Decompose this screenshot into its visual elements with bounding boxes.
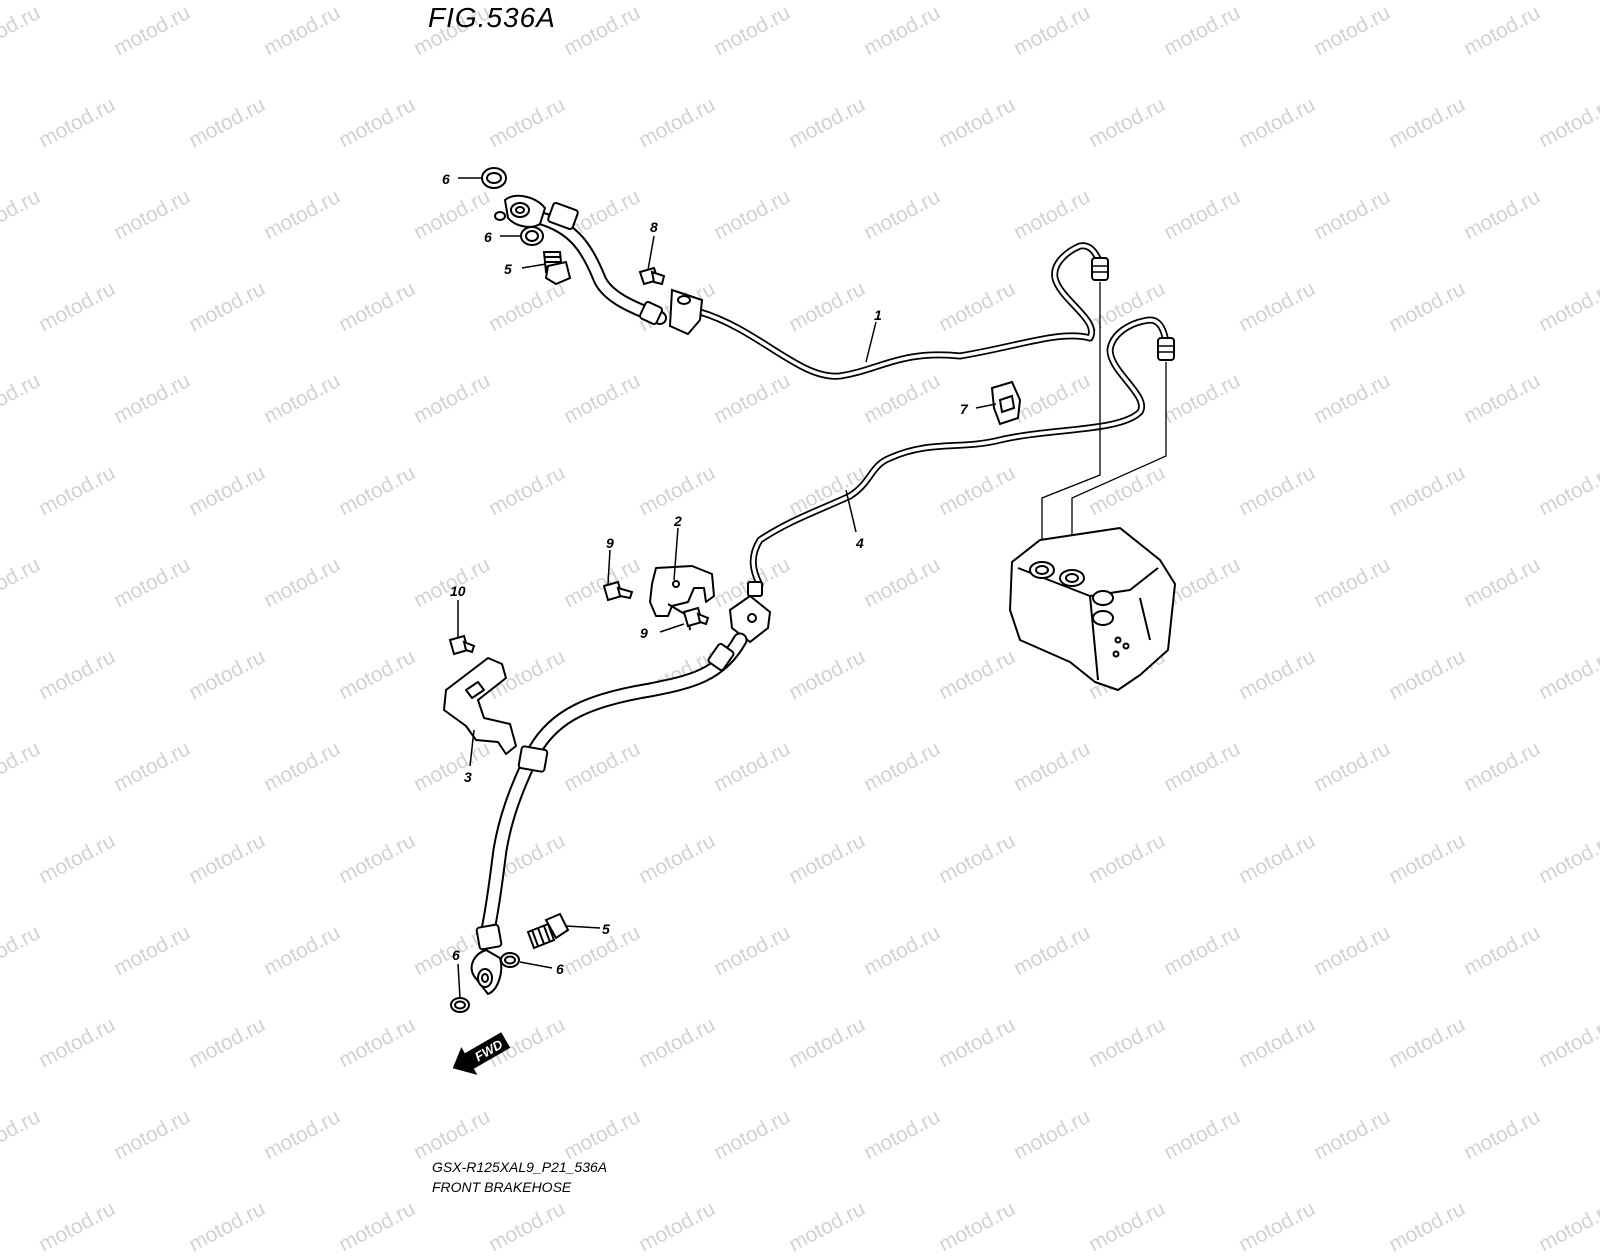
callout-6: 6 xyxy=(452,947,460,963)
callout-9: 9 xyxy=(640,625,648,641)
watermark-text: motod.ru xyxy=(185,1197,269,1257)
banjo-fitting-icon xyxy=(470,948,503,996)
connection-leaders xyxy=(1041,282,1167,570)
callout-7: 7 xyxy=(960,401,969,417)
figure-name: FRONT BRAKEHOSE xyxy=(432,1179,572,1195)
callout-5: 5 xyxy=(504,261,512,277)
watermark-text: motod.ru xyxy=(1085,1197,1169,1257)
bolt-8-icon xyxy=(638,266,666,286)
watermark-text: motod.ru xyxy=(785,1197,869,1257)
pipe-fitting-top xyxy=(1091,257,1175,361)
bracket-3-icon xyxy=(443,657,517,755)
banjo-bolt-icon xyxy=(526,912,570,950)
watermark-text: motod.ru xyxy=(1535,1197,1600,1257)
abs-unit-icon xyxy=(1009,527,1176,691)
callout-4: 4 xyxy=(855,535,864,551)
hose-clamp-icon xyxy=(475,643,735,951)
watermark-text: motod.ru xyxy=(35,1197,119,1257)
hose-clamp-icon xyxy=(547,202,704,336)
watermark-text: motod.ru xyxy=(635,1197,719,1257)
watermark-text: motod.ru xyxy=(485,1197,569,1257)
callout-5: 5 xyxy=(602,921,610,937)
figure-code: GSX-R125XAL9_P21_536A xyxy=(432,1159,608,1175)
washer-icon xyxy=(481,167,544,246)
brake-pipe-4 xyxy=(749,316,1170,589)
lower-brake-hose xyxy=(480,632,748,938)
callout-8: 8 xyxy=(650,219,658,235)
callout-labels: 6 6 5 8 1 7 4 2 9 9 10 3 5 6 6 xyxy=(442,171,969,977)
callout-6: 6 xyxy=(556,961,564,977)
watermark-text: motod.ru xyxy=(1385,1197,1469,1257)
junction-fitting xyxy=(728,581,772,644)
upper-brake-hose xyxy=(533,211,667,325)
bolt-9-icon xyxy=(602,580,710,628)
parts-drawing: 6 6 5 8 1 7 4 2 9 9 10 3 5 6 6 FWD xyxy=(442,167,1176,1075)
watermark-text: motod.ru xyxy=(1235,1197,1319,1257)
callout-6: 6 xyxy=(484,229,492,245)
banjo-fitting-icon xyxy=(494,194,547,228)
fwd-arrow-icon: FWD xyxy=(452,1032,511,1075)
pipe-clamp-7-icon xyxy=(990,380,1022,426)
watermark-text: motod.ru xyxy=(935,1197,1019,1257)
callout-3: 3 xyxy=(464,769,472,785)
watermark-text: motod.ru xyxy=(335,1197,419,1257)
callout-leaders xyxy=(457,177,997,999)
callout-1: 1 xyxy=(874,307,882,323)
callout-6: 6 xyxy=(442,171,450,187)
callout-2: 2 xyxy=(673,513,682,529)
brake-pipe-1 xyxy=(696,242,1104,380)
figure-title: FIG.536A xyxy=(428,2,556,33)
callout-10: 10 xyxy=(450,583,466,599)
bolt-10-icon xyxy=(448,634,476,656)
washer-icon xyxy=(450,952,520,1013)
callout-9: 9 xyxy=(606,535,614,551)
banjo-bolt-icon xyxy=(542,251,572,286)
